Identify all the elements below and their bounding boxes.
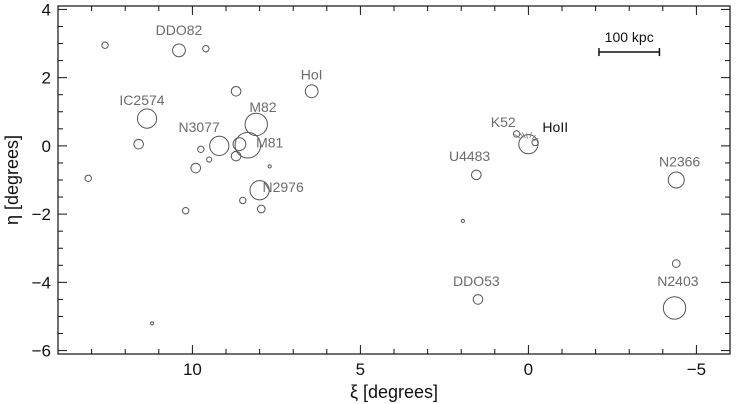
- galaxy-label: DDO53: [453, 273, 500, 289]
- galaxy-label: HoI: [301, 66, 323, 82]
- galaxy-marker: [230, 85, 242, 97]
- galaxy-marker: [209, 135, 230, 156]
- scale-bar: 100 kpc: [598, 29, 661, 57]
- galaxy-marker: [512, 130, 521, 138]
- galaxy-marker: [136, 108, 158, 129]
- y-tick-label: 2: [42, 69, 51, 88]
- plot-frame: [57, 5, 731, 355]
- scale-bar-label: 100 kpc: [605, 29, 654, 45]
- x-tick-labels: 10 5 0 −5: [183, 360, 706, 379]
- galaxy-marker: [671, 259, 681, 268]
- galaxy-marker: [232, 137, 247, 152]
- galaxy-marker: [662, 296, 687, 320]
- galaxy-marker: [172, 43, 186, 58]
- galaxy-marker: [256, 204, 266, 214]
- galaxy-marker: [206, 156, 213, 163]
- galaxy-marker: [181, 207, 190, 215]
- galaxy-marker: [531, 138, 539, 147]
- galaxy-label: N2403: [657, 273, 698, 289]
- satellite-arrow: [514, 133, 522, 140]
- galaxy-marker: [667, 171, 685, 189]
- galaxy-label: DDO82: [156, 22, 203, 38]
- galaxy-marker: [471, 169, 482, 181]
- y-axis-title: η [degrees]: [2, 135, 22, 225]
- galaxy-marker: [249, 180, 270, 201]
- satellite-arrow: [531, 134, 536, 140]
- galaxy-label: M82: [249, 99, 276, 115]
- galaxy-marker: [84, 174, 92, 182]
- galaxy-marker: [230, 150, 242, 162]
- x-axis-title: ξ [degrees]: [350, 382, 438, 402]
- galaxy-label: N2366: [659, 153, 700, 169]
- galaxy-label: K52: [491, 114, 516, 130]
- galaxy-marker: [234, 131, 262, 159]
- y-tick-labels: 4 2 0 −2 −4 −6: [32, 0, 51, 360]
- y-tick-label: −4: [32, 273, 51, 292]
- axis-ticks: [58, 6, 731, 354]
- hoii-satellite-arrows: [514, 130, 539, 142]
- galaxy-marker: [149, 321, 155, 326]
- galaxy-marker: [472, 294, 484, 305]
- galaxy-label: IC2574: [119, 92, 164, 108]
- galaxy-marker: [190, 162, 202, 174]
- galaxy-marker: [267, 164, 272, 169]
- satellite-arrow: [533, 137, 539, 142]
- galaxy-marker: [460, 218, 465, 224]
- x-tick-label: 0: [524, 360, 533, 379]
- galaxy-label: M81: [256, 135, 283, 151]
- galaxy-marker: [101, 41, 109, 49]
- galaxy-label: N2976: [262, 179, 303, 195]
- x-tick-label: −5: [687, 360, 706, 379]
- galaxy-marker: [239, 196, 247, 205]
- satellite-arrow: [518, 130, 524, 138]
- galaxy-label: U4483: [449, 148, 490, 164]
- satellite-arrow: [526, 133, 528, 139]
- x-tick-label: 5: [356, 360, 365, 379]
- galaxy-points: [84, 41, 687, 326]
- y-tick-label: −2: [32, 205, 51, 224]
- satellite-arrow: [522, 131, 526, 139]
- galaxy-marker: [518, 134, 539, 155]
- galaxy-label: HoII: [542, 119, 568, 135]
- galaxy-marker: [197, 145, 205, 153]
- galaxy-marker: [202, 44, 210, 53]
- x-tick-label: 10: [183, 360, 202, 379]
- galaxy-label: N3077: [178, 119, 219, 135]
- galaxy-marker: [133, 138, 144, 150]
- y-tick-label: 0: [42, 137, 51, 156]
- y-tick-label: −6: [32, 342, 51, 361]
- y-tick-label: 4: [42, 0, 51, 19]
- galaxy-marker: [304, 84, 319, 99]
- satellite-arrow: [529, 132, 532, 139]
